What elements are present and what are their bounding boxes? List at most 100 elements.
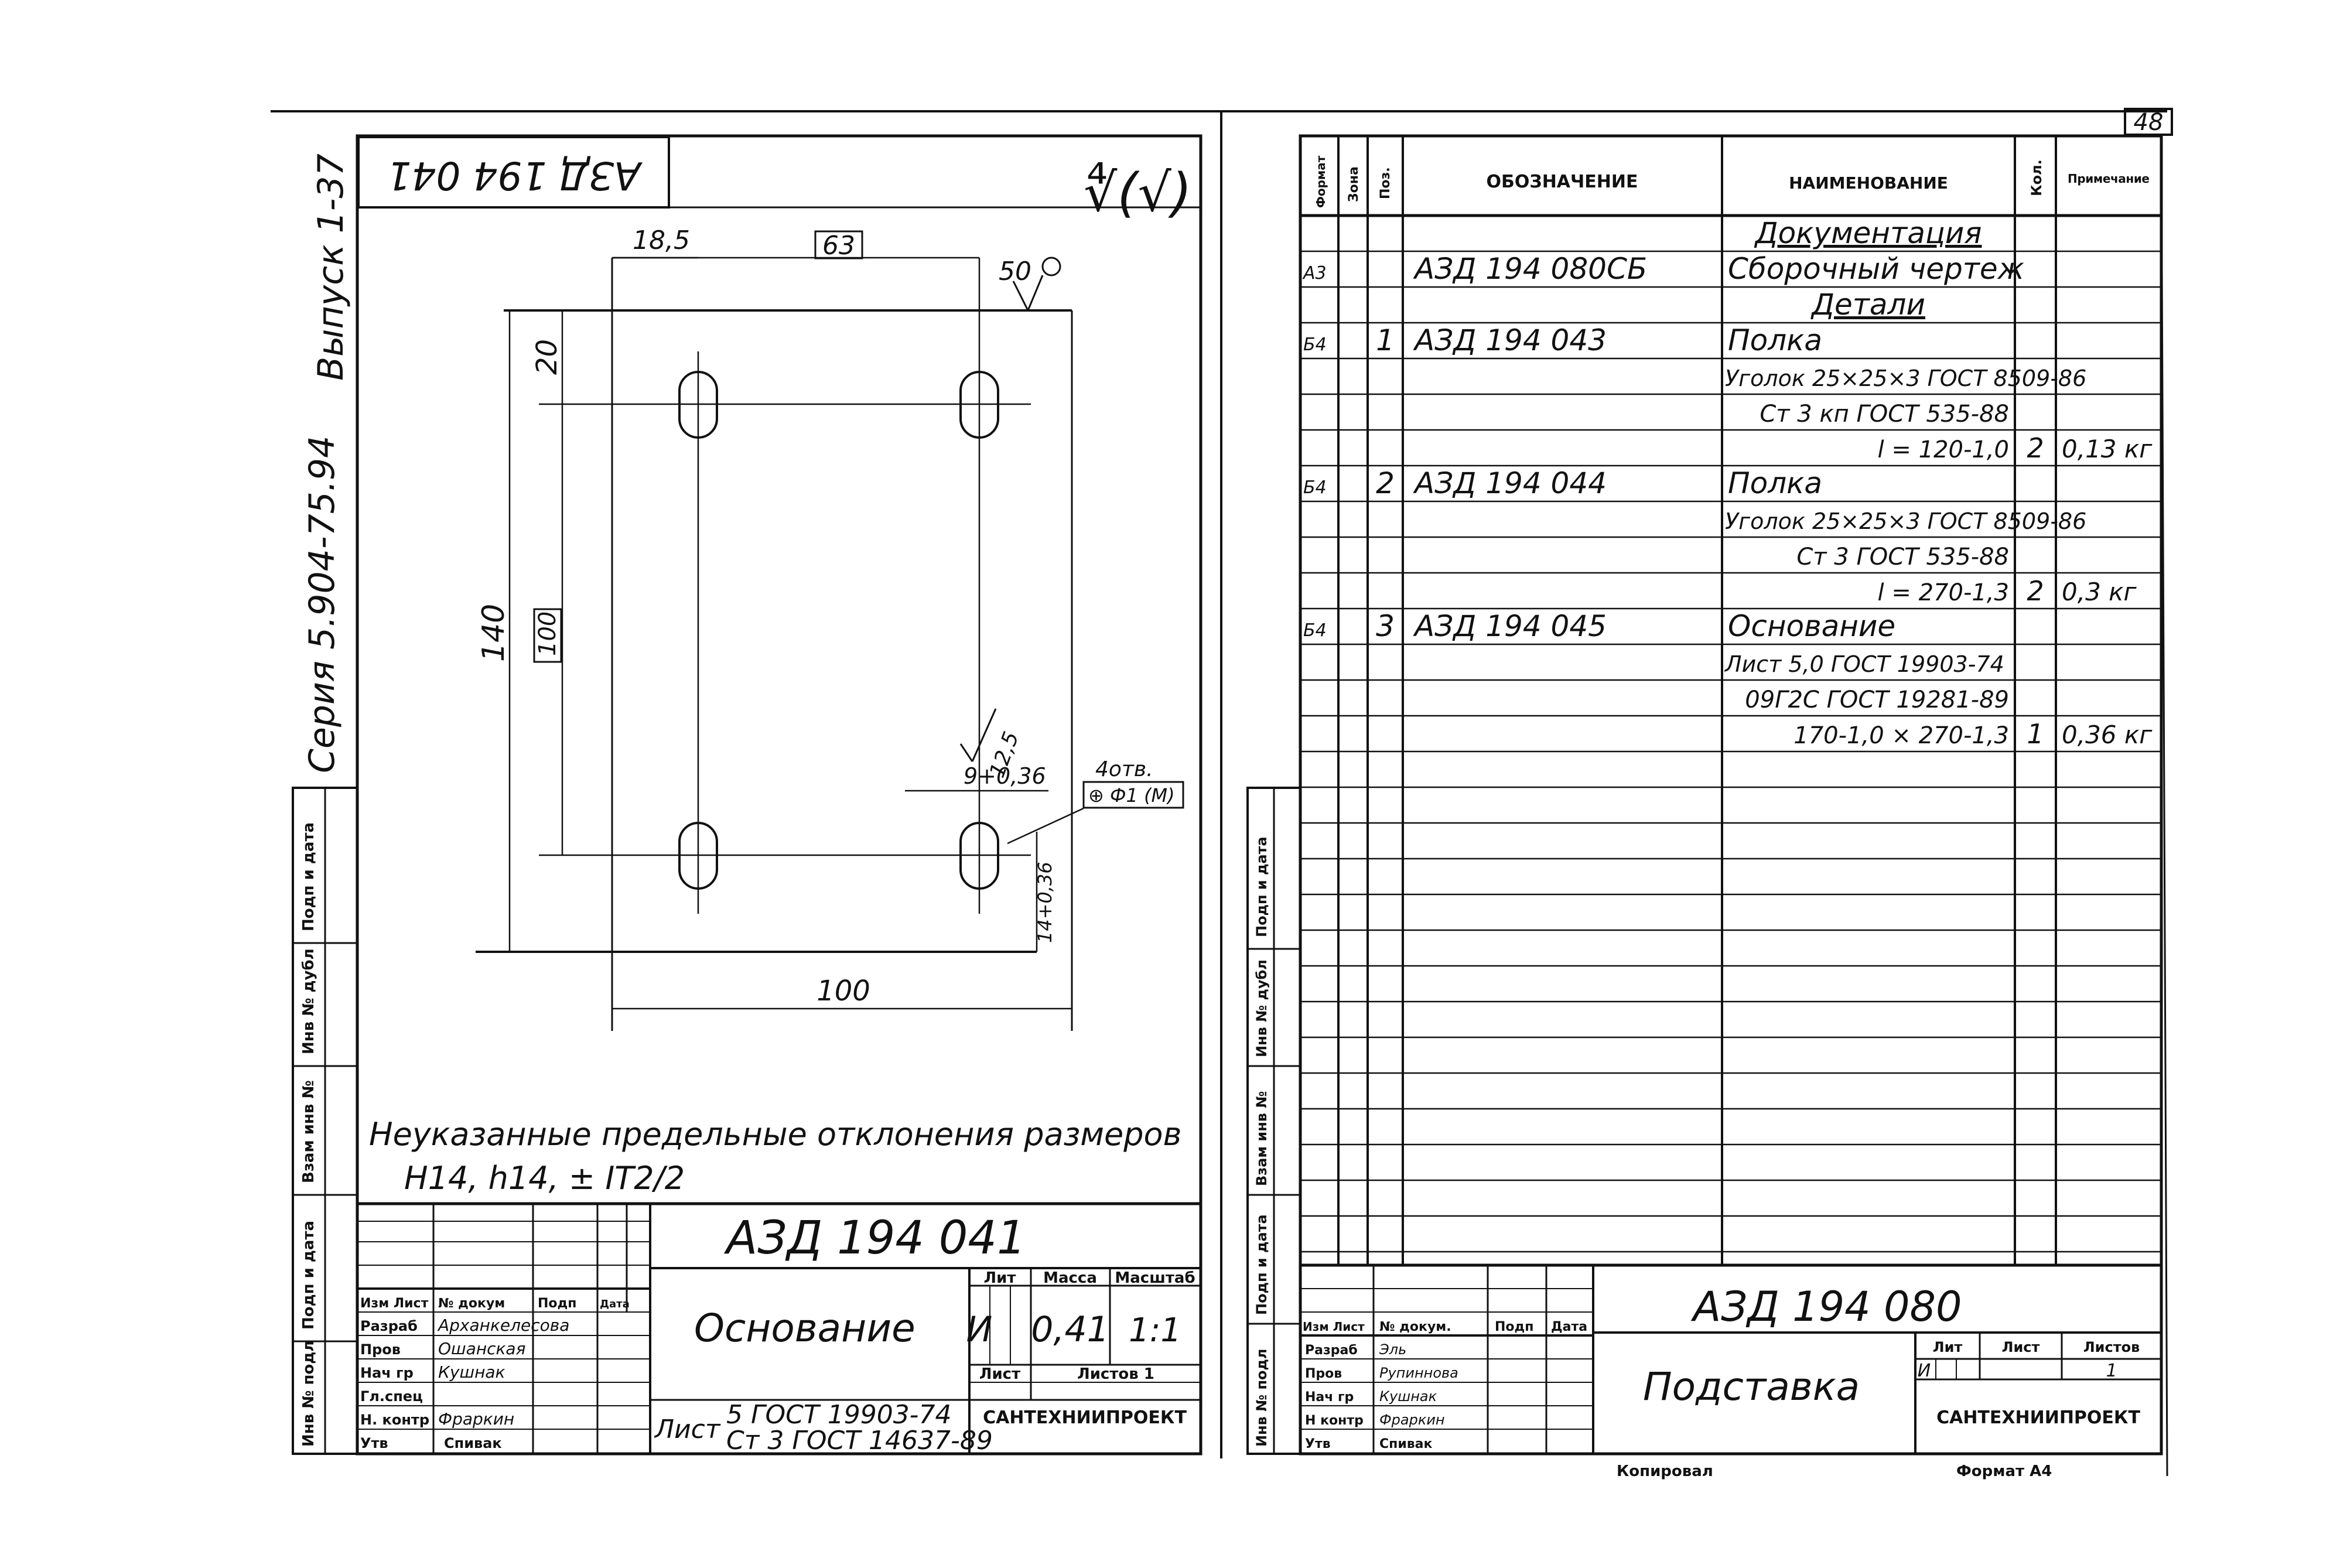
left-sign-row: Изм Лист № докум Подп Дата	[360, 1296, 630, 1311]
spec-name: Основание	[1728, 609, 1895, 643]
sign-role: Пров	[1305, 1367, 1342, 1381]
sign-name: Ошанская	[438, 1339, 525, 1358]
sign-name: Кушнак	[1379, 1388, 1437, 1405]
spec-row: Ст 3 кп ГОСТ 535-88	[1760, 401, 2009, 428]
spec-name: Документация	[1754, 216, 1982, 250]
spec-des: АЗД 194 045	[1413, 609, 1607, 643]
sign-role: Изм Лист	[360, 1296, 429, 1311]
spec-des: АЗД 194 044	[1413, 466, 1607, 500]
side-label: Взам инв №	[1253, 1091, 1270, 1186]
mass-header: Масса	[1043, 1269, 1097, 1287]
sign-name: № докум	[438, 1296, 505, 1311]
copied-label: Копировал	[1617, 1463, 1713, 1480]
sign-role: Утв	[360, 1435, 388, 1451]
left-sign-row: Утв Спивак	[360, 1435, 502, 1451]
right-doc-code: АЗД 194 080	[1690, 1283, 1962, 1331]
left-material-line1: 5 ГОСТ 19903-74	[726, 1400, 952, 1430]
sign-role: Изм Лист	[1303, 1320, 1365, 1334]
sign-name: Рупиннова	[1379, 1365, 1458, 1381]
slot-hole	[959, 371, 999, 439]
spec-pos: 1	[1376, 323, 1395, 357]
right-sheets-header: Листов	[2083, 1339, 2140, 1355]
left-org: САНТЕХНИИПРОЕКТ	[983, 1408, 1187, 1428]
spec-row: Б4 3 АЗД 194 045 Основание	[1303, 609, 1895, 643]
spec-qty: 2	[2027, 432, 2044, 464]
spec-fmt: А3	[1302, 263, 1327, 283]
right-sheets-value: 1	[2106, 1361, 2117, 1381]
spec-qty: 2	[2027, 575, 2044, 607]
sign-name: № докум.	[1379, 1320, 1451, 1334]
issue-label: Выпуск 1-37	[310, 153, 351, 381]
spec-name: Уголок 25×25×3 ГОСТ 8509-86	[1725, 365, 2086, 391]
right-sheet-header: Лист	[2002, 1339, 2040, 1355]
dim-20: 20	[531, 339, 563, 375]
right-lit-value: И	[1918, 1361, 1931, 1381]
left-sheet: АЗД 194 041 Серия 5.904-75.94 Выпуск 1-3…	[271, 110, 1221, 1456]
side-label: Инв № подл	[300, 1341, 317, 1447]
spec-note: 0,36 кг	[2062, 720, 2153, 749]
right-side-strip: Подп и дата Инв № дубл Взам инв № Подп и…	[1246, 787, 1301, 1455]
dim-100-vertical: 100	[534, 612, 561, 656]
spec-row: Ст 3 ГОСТ 535-88	[1796, 544, 2009, 571]
dim-9: 9+0,36	[964, 763, 1046, 789]
right-title-block: АЗД 194 080 Подставка Лит Лист Листов И …	[1299, 1263, 2163, 1456]
right-lit-header: Лит	[1933, 1339, 1963, 1355]
spec-name: l = 120-1,0	[1878, 436, 2009, 463]
sign-name: Спивак	[1379, 1437, 1433, 1451]
left-sign-row: Н. контр Фраркин	[360, 1409, 514, 1429]
sign-date: Дата	[600, 1298, 630, 1310]
spec-name: Ст 3 кп ГОСТ 535-88	[1760, 401, 2009, 428]
spec-des: АЗД 194 080СБ	[1413, 252, 1647, 286]
sign-name: Фраркин	[1379, 1412, 1445, 1428]
format-label: Формат А4	[1956, 1463, 2052, 1480]
spec-row: Уголок 25×25×3 ГОСТ 8509-86	[1725, 365, 2086, 391]
dim-100-horizontal: 100	[817, 975, 870, 1007]
series-label: Серия 5.904-75.94	[302, 436, 343, 773]
spec-fmt: Б4	[1303, 620, 1327, 641]
note-line-1: Неуказанные предельные отклонения размер…	[369, 1116, 1181, 1153]
left-doc-code: АЗД 194 041	[723, 1212, 1026, 1265]
sign-sign: Подп	[538, 1296, 577, 1311]
slot-hole	[678, 371, 718, 439]
dim-63: 63	[822, 231, 855, 261]
spec-pos: 2	[1376, 466, 1395, 500]
slot-hole	[678, 822, 718, 890]
dim-18-5: 18,5	[633, 226, 690, 255]
spec-row: Детали	[1810, 288, 1925, 322]
header-qty: Кол.	[2028, 159, 2045, 196]
left-sign-row: Пров Ошанская	[360, 1339, 525, 1358]
side-label: Подп и дата	[1253, 836, 1270, 937]
left-material-prefix: Лист	[654, 1415, 721, 1444]
side-label: Инв № подл	[1253, 1349, 1270, 1447]
spec-table-grid	[1300, 136, 2161, 1265]
spec-row: Лист 5,0 ГОСТ 19903-74	[1724, 651, 2004, 677]
sign-name: Фраркин	[438, 1409, 514, 1429]
spec-name: Уголок 25×25×3 ГОСТ 8509-86	[1725, 508, 2086, 534]
header-designation: ОБОЗНАЧЕНИЕ	[1487, 172, 1638, 192]
mass-value: 0,41	[1031, 1309, 1109, 1350]
right-assembly-name: Подставка	[1643, 1364, 1860, 1409]
header-format: Формат	[1314, 155, 1328, 208]
sign-role: Нач гр	[360, 1365, 414, 1381]
left-title-block: АЗД 194 041 Основание Лист 5 ГОСТ 19903-…	[356, 1202, 1202, 1456]
spec-fmt: Б4	[1303, 334, 1327, 355]
spec-pos: 3	[1376, 609, 1395, 643]
lit-value: И	[966, 1309, 993, 1350]
spec-row: l = 120-1,0 2 0,13 кг	[1878, 432, 2153, 464]
sign-name: Кушнак	[438, 1362, 505, 1382]
sign-role: Пров	[360, 1341, 401, 1358]
left-sign-row: Гл.спец	[360, 1388, 423, 1405]
spec-name: 170-1,0 × 270-1,3	[1793, 722, 2009, 749]
header-note: Примечание	[2068, 172, 2150, 186]
sign-role: Нач гр	[1305, 1390, 1354, 1405]
spec-name: Полка	[1728, 466, 1822, 500]
slot-hole	[959, 822, 999, 890]
spec-note: 0,13 кг	[2062, 435, 2153, 463]
side-label: Подп и дата	[300, 1221, 317, 1330]
header-name: НАИМЕНОВАНИЕ	[1789, 173, 1948, 193]
